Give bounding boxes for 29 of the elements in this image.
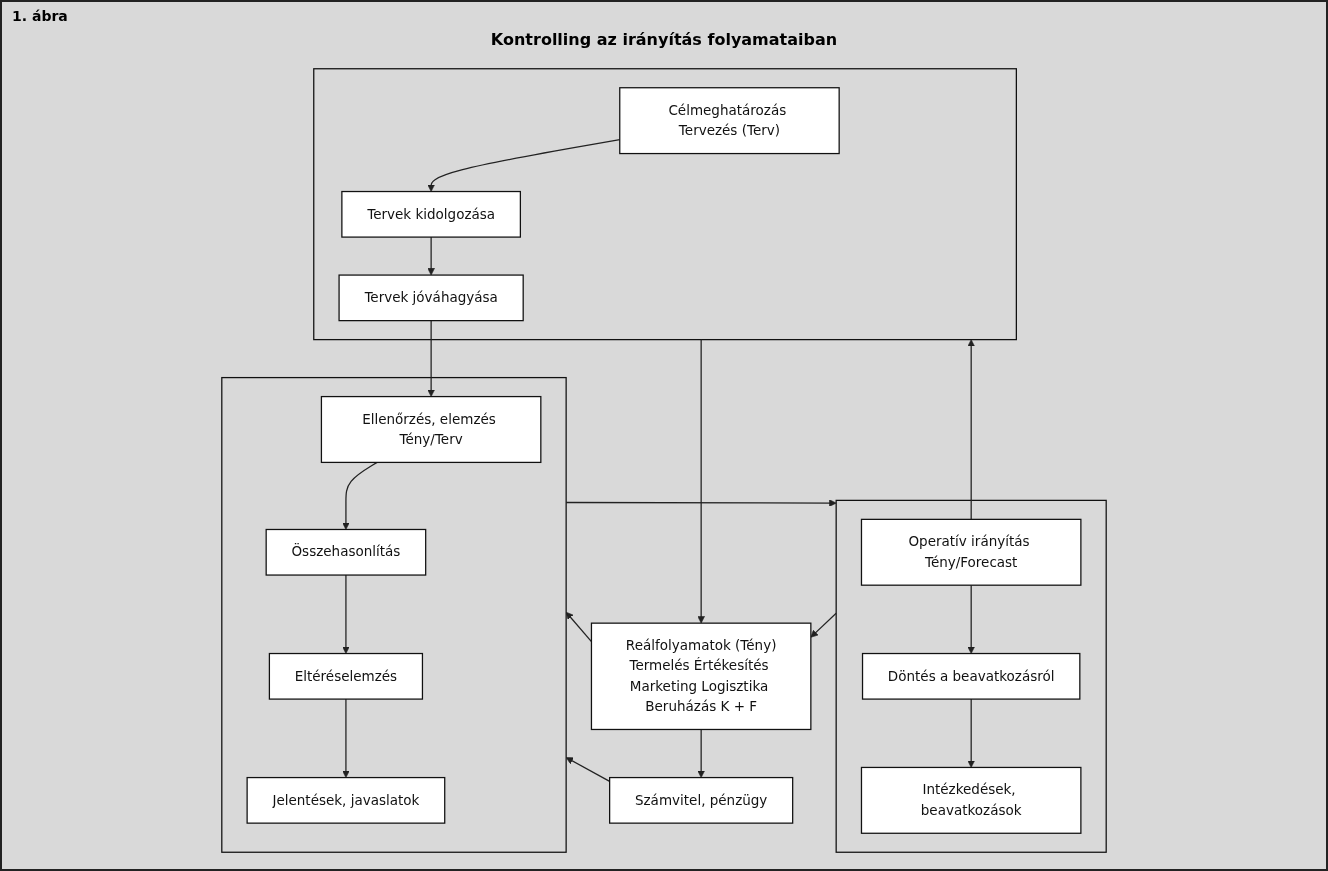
arrow — [967, 584, 975, 654]
node-box: Célmeghatározás Tervezés (Terv) — [619, 87, 840, 155]
arrow — [565, 499, 837, 507]
arrow — [342, 461, 378, 530]
node-box: Tervek kidolgozása — [341, 190, 521, 238]
figure-number: 1. ábra — [12, 8, 68, 24]
cluster — [835, 499, 1107, 853]
arrow — [342, 574, 350, 654]
node-box: Reálfolyamatok (Tény) Termelés Értékesítés Marketing Logisztika Beruházás K + F — [590, 622, 812, 731]
diagram-title: Kontrolling az irányítás folyamataiban — [489, 30, 839, 49]
node-box: Összehasonlítás — [265, 528, 427, 576]
node-box: Intézkedések, beavatkozások — [860, 766, 1082, 834]
arrow — [697, 728, 705, 778]
node-box: Jelentések, javaslatok — [246, 776, 446, 824]
arrow — [697, 339, 705, 624]
node-box: Tervek jóváhagyása — [338, 274, 524, 322]
cluster — [313, 68, 1017, 341]
arrow — [810, 612, 837, 638]
node-box: Operatív irányítás Tény/Forecast — [860, 518, 1082, 586]
arrow — [342, 698, 350, 778]
node-box: Ellenőrzés, elemzés Tény/Terv — [320, 395, 542, 464]
node-box: Eltéréselemzés — [268, 652, 424, 700]
arrow — [967, 339, 975, 520]
arrow — [427, 320, 435, 397]
node-box: Számvitel, pénzügy — [609, 776, 794, 824]
cluster — [221, 376, 567, 853]
arrow — [427, 236, 435, 276]
node-box: Döntés a beavatkozásról — [861, 652, 1081, 700]
arrow — [967, 698, 975, 768]
